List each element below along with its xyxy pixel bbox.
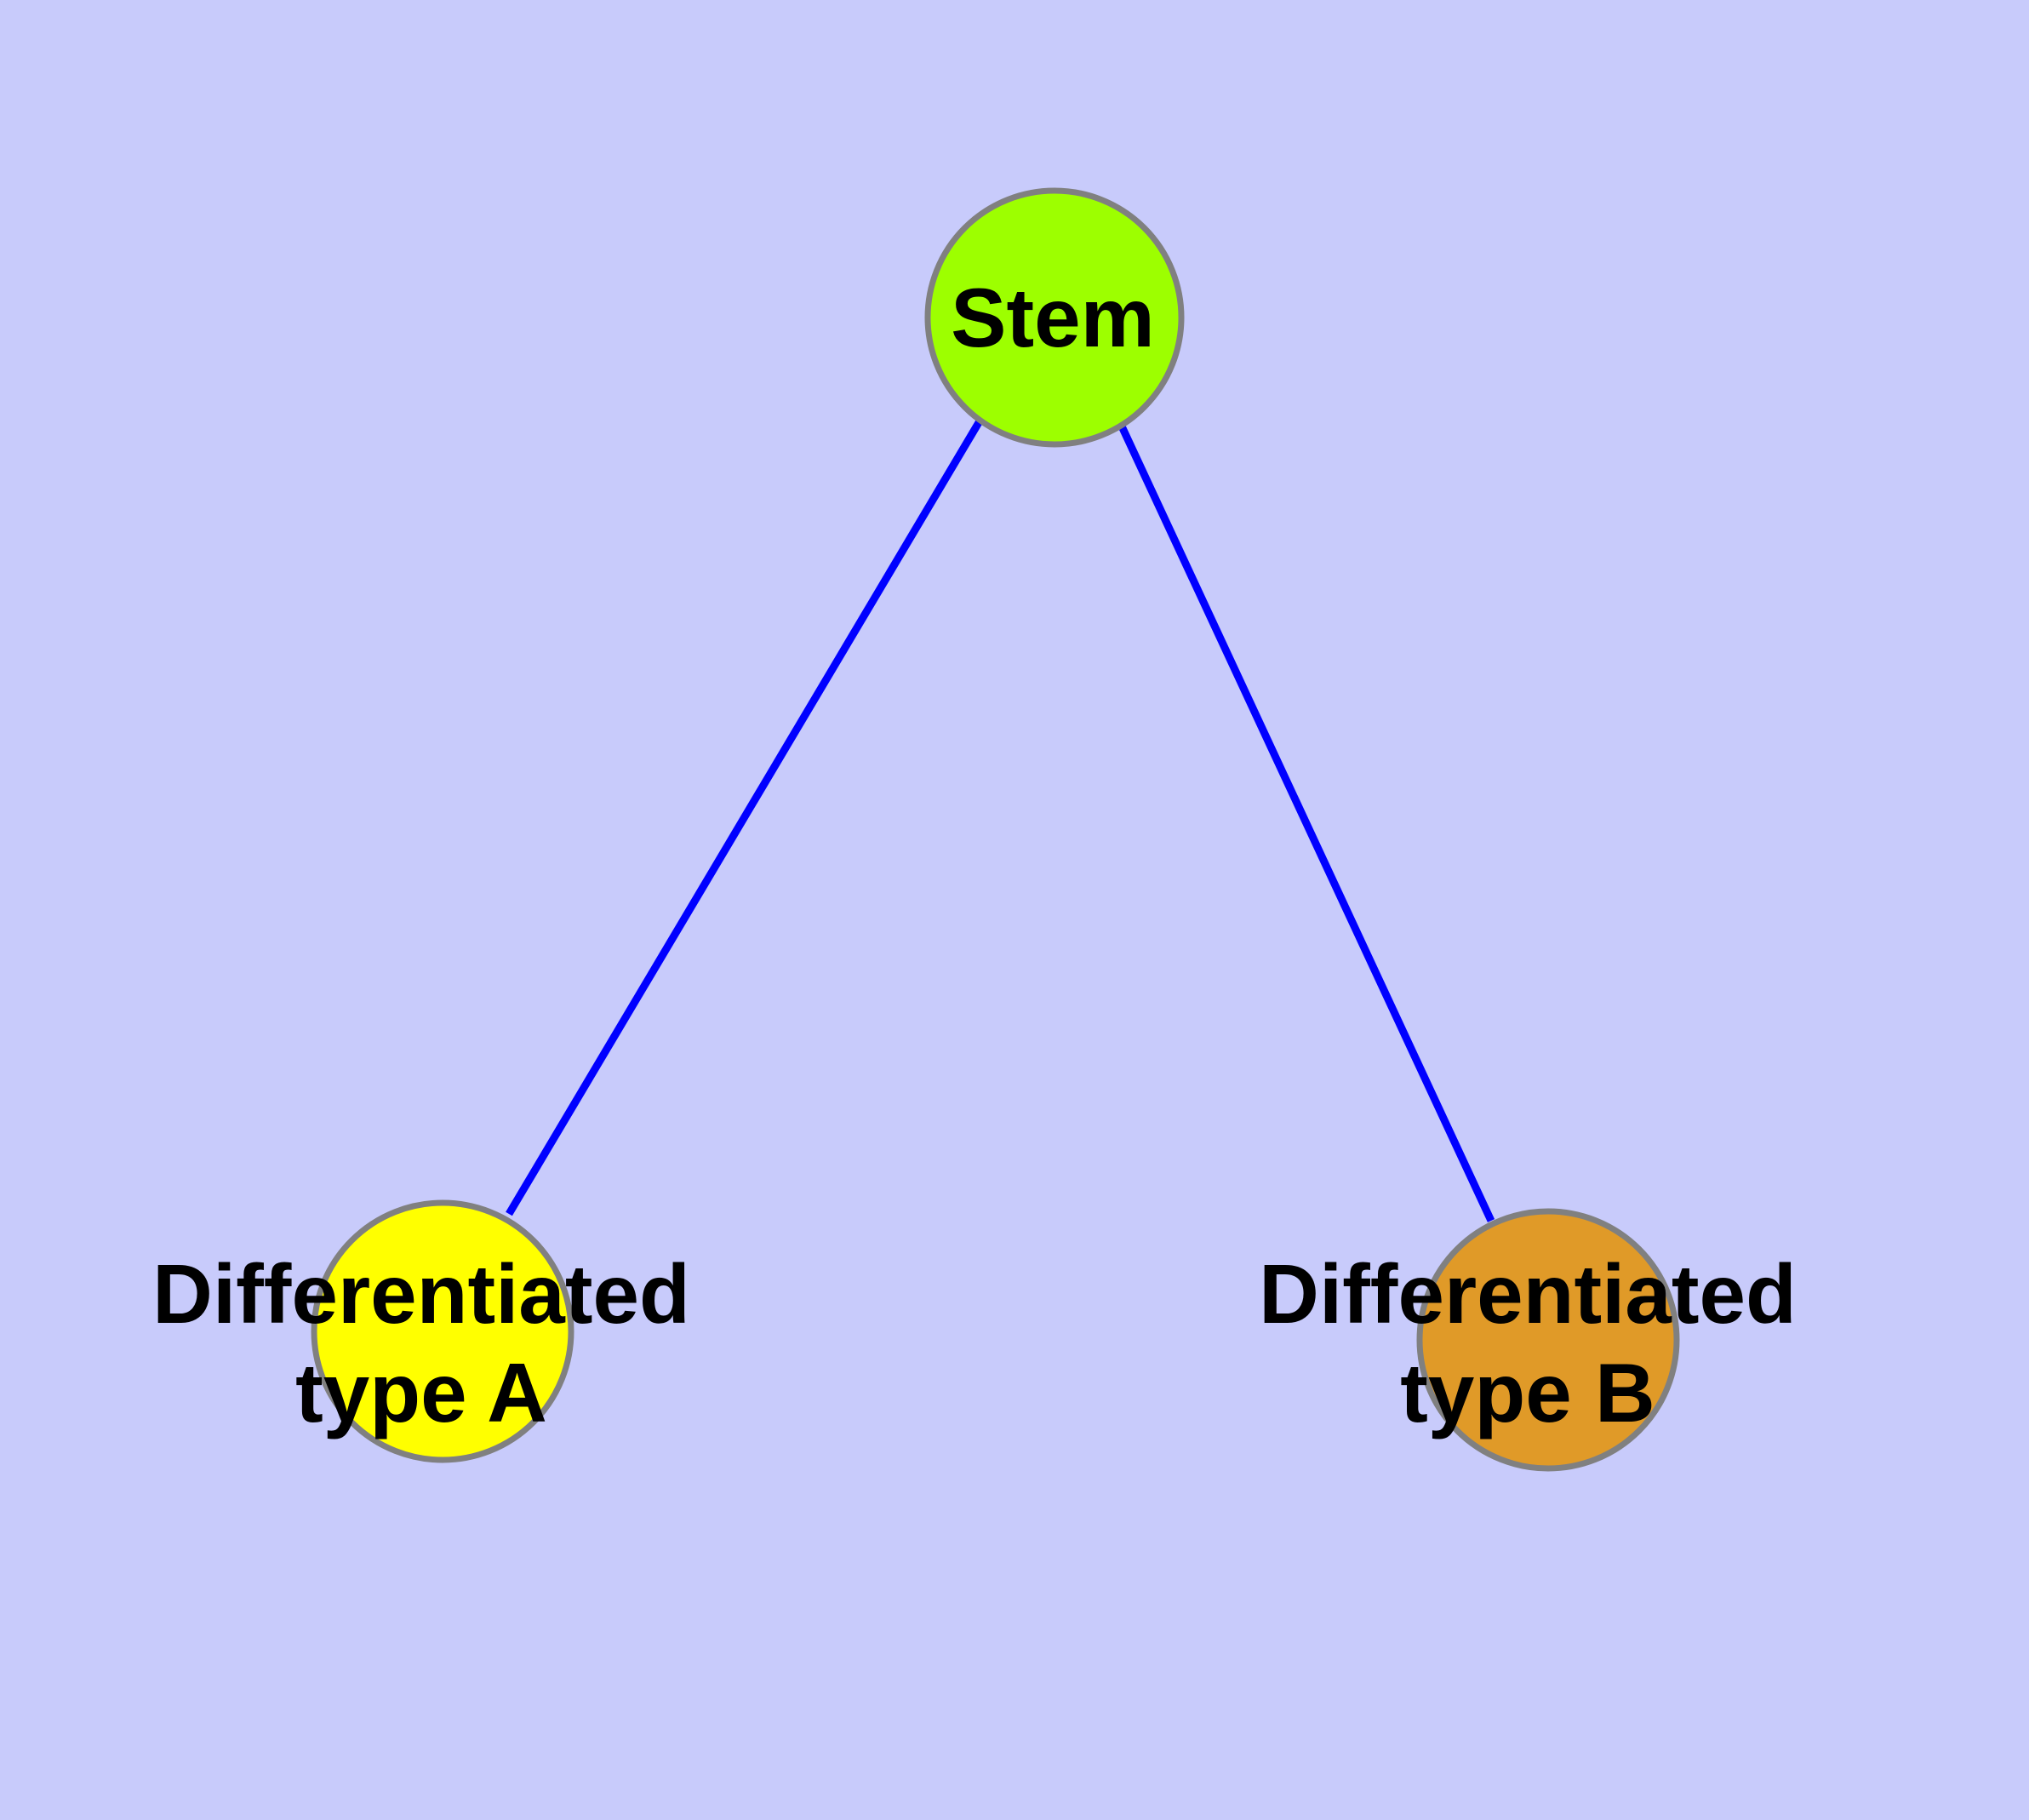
node-label-differentiated-type-a-line2: type A (295, 1346, 547, 1439)
node-label-differentiated-type-a-line1: Differentiated (152, 1247, 690, 1341)
node-differentiated-type-b[interactable] (1416, 1208, 1680, 1472)
node-stem[interactable] (924, 187, 1185, 448)
label-layer: Stem Differentiated type A Differentiate… (152, 271, 1797, 1439)
node-label-stem: Stem (951, 271, 1155, 364)
edge-stem-to-differentiated-type-a[interactable] (506, 417, 984, 1216)
edge-layer (506, 415, 1495, 1222)
node-label-differentiated-type-b-line2: type B (1400, 1346, 1655, 1439)
node-layer (311, 187, 1680, 1472)
node-label-differentiated-type-b-line1: Differentiated (1259, 1247, 1797, 1341)
node-differentiated-type-a[interactable] (311, 1199, 574, 1463)
edge-stem-to-differentiated-type-b[interactable] (1113, 415, 1495, 1222)
